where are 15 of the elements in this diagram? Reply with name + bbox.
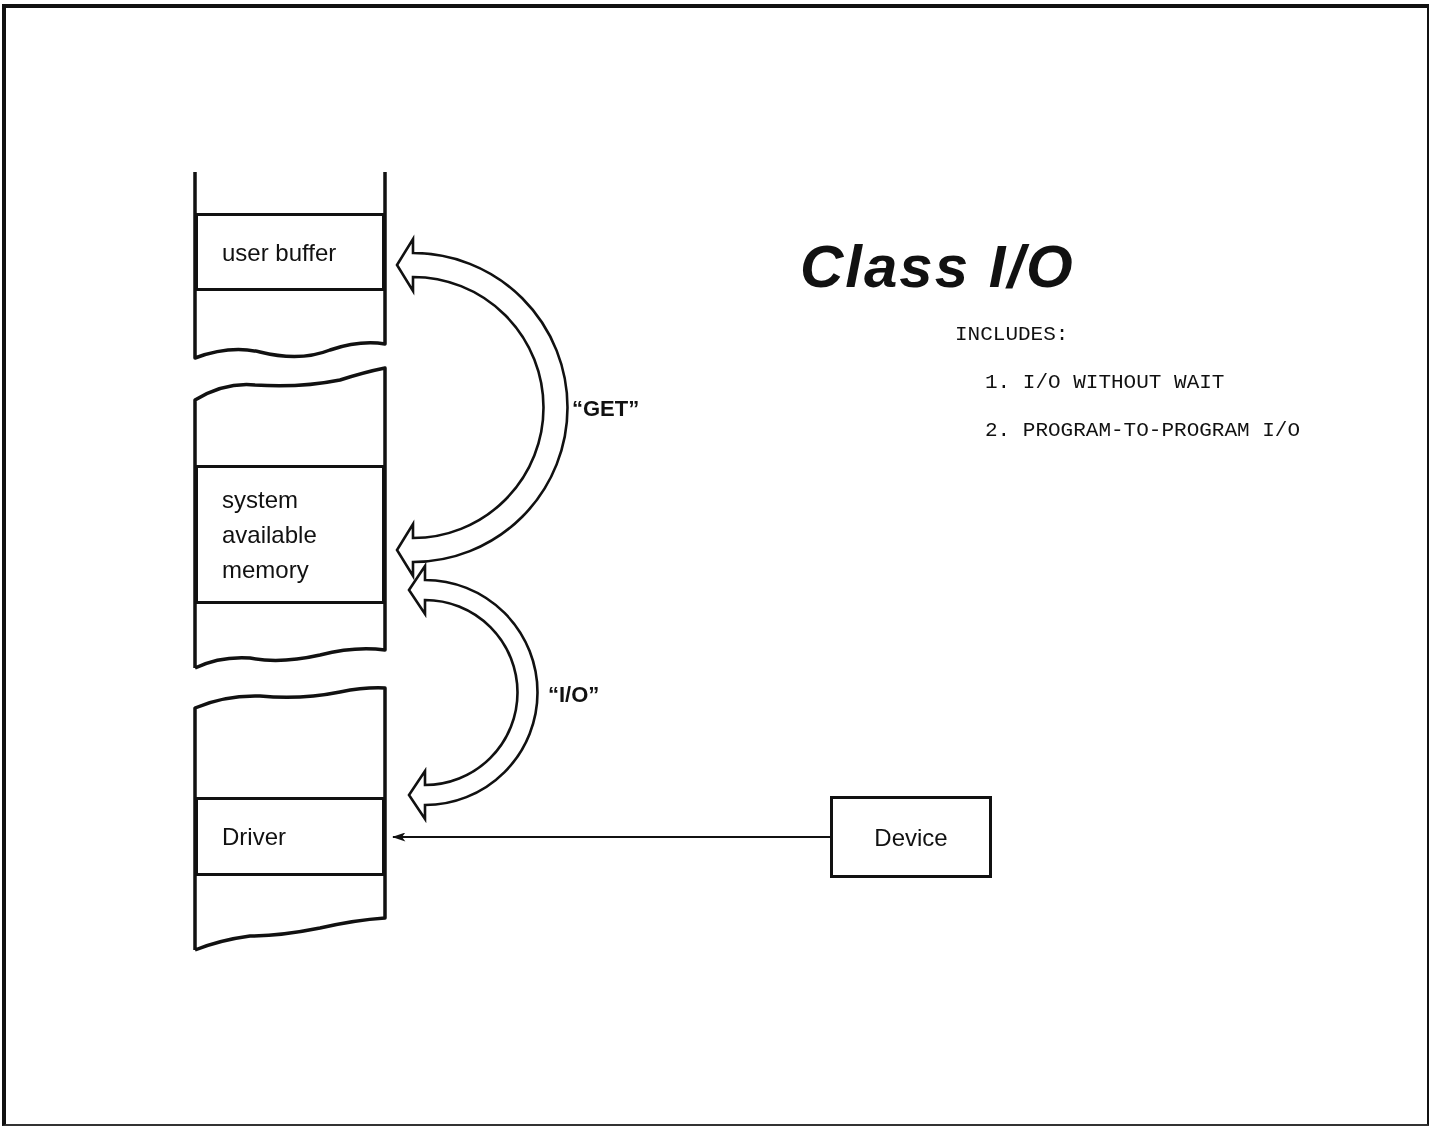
- list-heading: INCLUDES:: [955, 323, 1069, 346]
- list-item: 2. PROGRAM-TO-PROGRAM I/O: [985, 419, 1301, 442]
- curved-hollow-arrow: [395, 237, 569, 578]
- memory-cell: [195, 213, 385, 291]
- title: Class I/O: [800, 232, 1075, 301]
- memory-cell: [195, 465, 385, 604]
- node-label: Device: [874, 822, 948, 853]
- curved-hollow-arrow: [407, 564, 539, 821]
- node-label: system available memory: [222, 485, 318, 585]
- node-label: Driver: [222, 822, 286, 852]
- node-label: user buffer: [222, 237, 337, 268]
- memory-cell: [195, 797, 385, 876]
- list-item: 1. I/O WITHOUT WAIT: [985, 371, 1225, 394]
- device-box: [830, 796, 992, 878]
- arrow: [391, 832, 831, 842]
